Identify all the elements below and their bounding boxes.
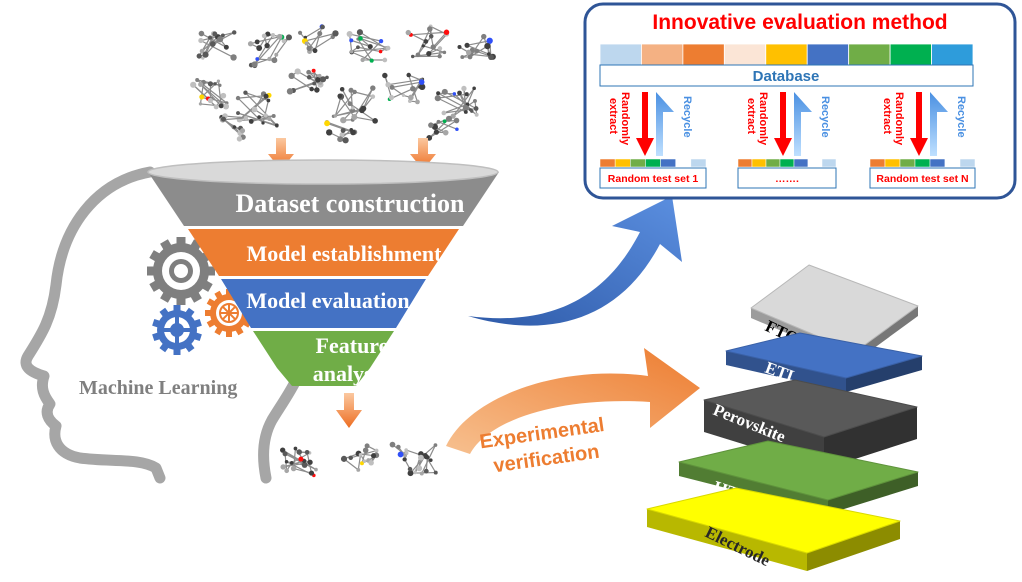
funnel-stage-dataset [148,172,499,226]
database-color-cell [599,43,642,66]
test-set-color-cell [929,158,946,168]
recycle-label: Recycle [819,96,831,138]
red-down-arrow-icon [910,92,928,156]
molecule-cloud-bottom [280,441,438,478]
gear-icon-blue [152,305,202,355]
randomly-label: Randomly [893,92,905,146]
test-set-color-cell [944,158,961,168]
funnel-label-feature: Feature [316,333,389,358]
blue-up-arrow-icon [656,92,674,156]
device-layer-etl: ETL [725,332,923,392]
funnel-stage-model-establishment [188,229,459,276]
recycle-label: Recycle [681,96,693,138]
red-down-arrow-icon [774,92,792,156]
test-set-color-cell [807,158,823,168]
orange-curved-arrow-icon [446,348,700,454]
database-color-cell [723,43,767,66]
test-set-color-cell [690,158,707,168]
down-arrow-icon [336,393,362,428]
database-label: Database [753,68,820,85]
test-set-color-cell [884,158,901,168]
test-set-color-cell [869,158,886,168]
test-set-color-cell [630,158,646,168]
test-set-color-cell [614,158,631,168]
blue-curved-arrow-icon [468,196,682,326]
database-color-strip [599,43,974,66]
test-set-box [869,167,976,189]
test-set-label: ……. [775,173,799,185]
database-color-cell [848,43,891,66]
test-set-color-cell [599,158,616,168]
randomly-label: Randomly [619,92,631,146]
funnel-label-dataset: Dataset construction [236,189,465,218]
randomly-label: Randomly [757,92,769,146]
test-set-label: Random test set N [876,173,968,185]
gear-icon-gray [147,237,215,305]
test-set-color-cell [675,158,692,168]
test-set-color-cell [899,158,916,168]
machine-learning-label: Machine Learning [79,377,237,399]
database-color-cell [682,43,725,66]
device-layer-stack: FTOETLPerovskiteHTLElectrode [646,264,923,571]
recycle-label: Recycle [955,96,967,138]
test-set-box [599,167,707,189]
test-set-color-cell [914,158,931,168]
funnel-stage-model-evaluation [221,279,426,328]
test-set-box [737,167,837,189]
molecule-cloud-top [190,24,496,144]
test-set-color-cell [660,158,676,168]
evaluation-panel-title: Innovative evaluation method [652,11,947,34]
funnel-label-model-establishment: Model establishment [247,241,443,266]
test-set-label: Random test set 1 [608,173,699,185]
evaluation-panel: Innovative evaluation method Database Ra… [583,2,1017,200]
red-down-arrow-icon [636,92,654,156]
test-set-color-cell [645,158,661,168]
funnel-label-model-evaluation: Model evaluation [246,288,409,313]
database-color-cell [889,43,932,66]
test-set-color-cell [793,158,809,168]
ml-funnel: Dataset construction Model establishment… [147,159,499,386]
extract-label: extract [607,98,619,134]
test-set-color-cell [959,158,976,168]
database-color-cell [806,43,850,66]
test-set-color-cell [737,158,753,168]
database-color-cell [641,43,684,66]
blue-up-arrow-icon [930,92,948,156]
funnel-stage-feature-analysis [253,331,394,386]
extract-label: extract [745,98,757,134]
funnel-label-analysis: analysis [313,361,388,386]
test-set-color-cell [821,158,837,168]
blue-up-arrow-icon [794,92,812,156]
database-color-cell [931,43,974,66]
database-bar [599,64,974,87]
test-set-color-cell [751,158,767,168]
test-set-color-cell [765,158,781,168]
extract-label: extract [881,98,893,134]
gear-icons [147,237,253,355]
database-color-cell [765,43,808,66]
funnel-rim [147,159,499,185]
test-set-color-cell [779,158,795,168]
